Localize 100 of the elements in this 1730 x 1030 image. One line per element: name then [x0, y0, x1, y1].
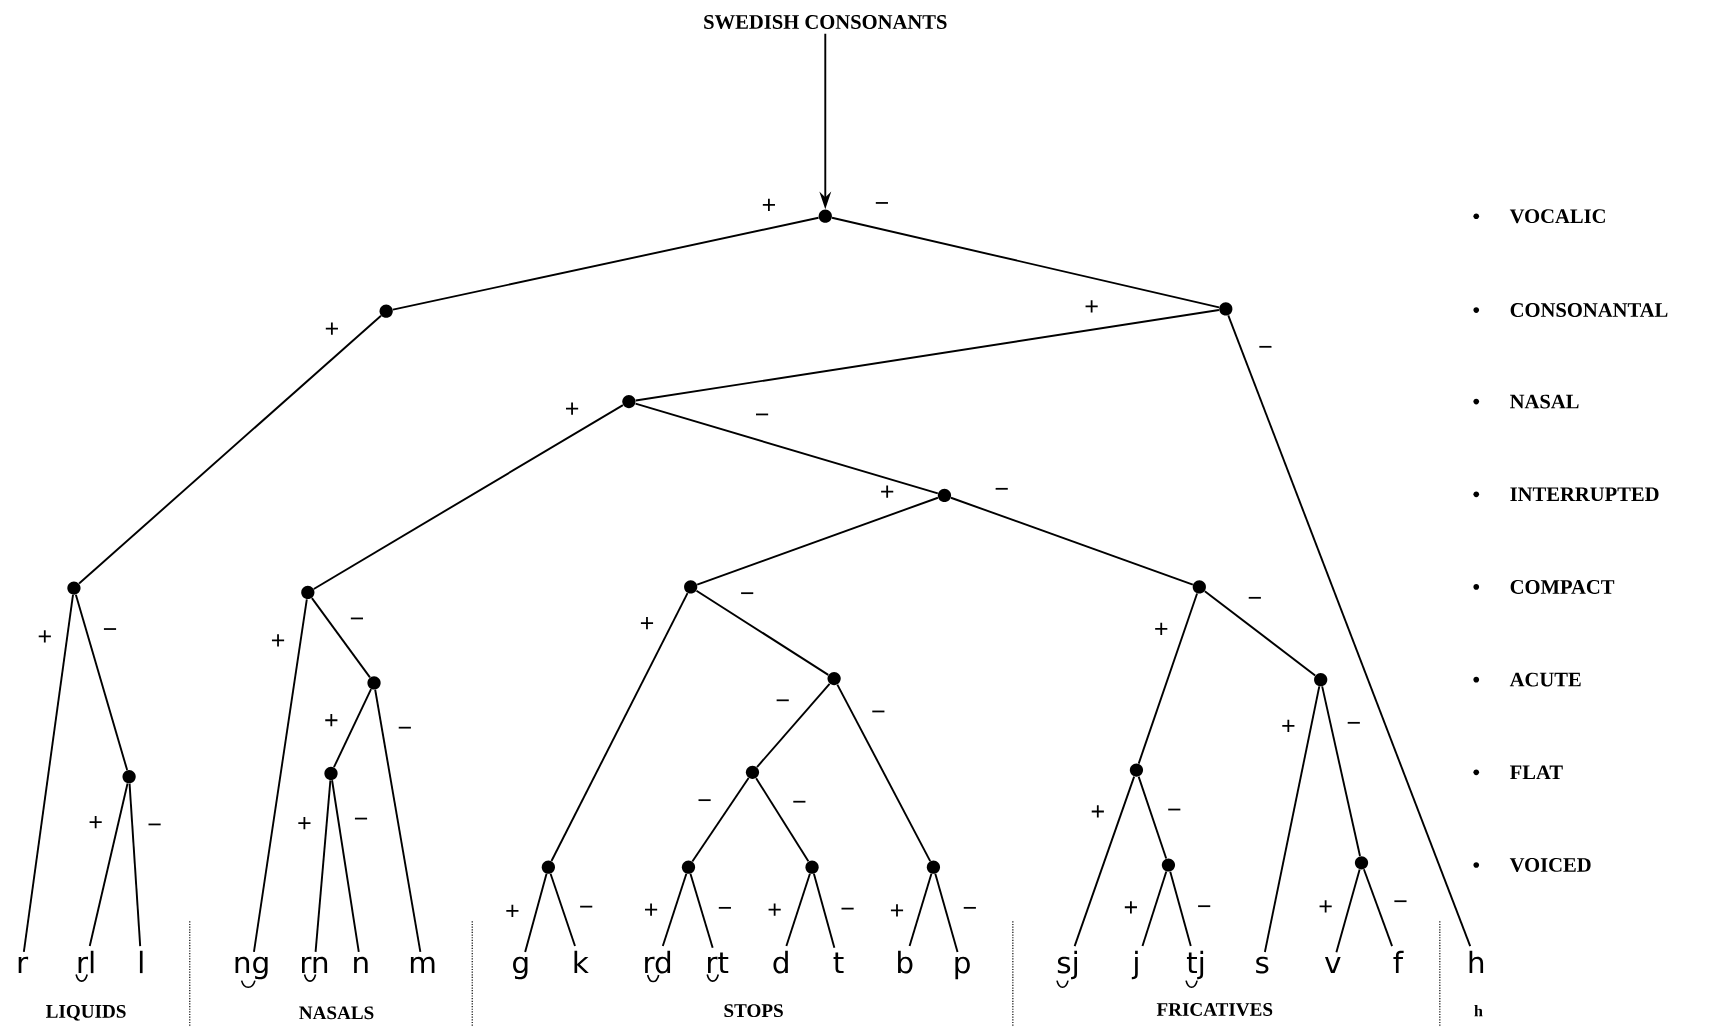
branch-line	[1137, 592, 1199, 765]
phoneme-label: d	[773, 950, 788, 974]
edge-label: −	[841, 907, 854, 910]
branch-line	[391, 216, 820, 311]
branch-line	[88, 782, 129, 947]
branch-line	[934, 872, 959, 953]
branch-line	[22, 593, 74, 953]
branch-point	[1192, 580, 1206, 594]
phoneme-label: h	[1469, 950, 1484, 973]
edge-label: +	[38, 630, 51, 643]
branch-point	[67, 581, 81, 595]
phoneme-label: l	[139, 950, 143, 973]
edge-label: −	[875, 201, 888, 204]
branch-line	[78, 314, 382, 585]
branch-line	[634, 402, 939, 495]
branch-line	[74, 593, 129, 771]
edge-label: +	[1091, 805, 1104, 818]
edge-label: +	[89, 815, 102, 829]
branch-line	[908, 872, 933, 947]
feature-label: VOICED	[1473, 857, 1591, 872]
branch-line	[812, 872, 836, 949]
edge-label: +	[645, 903, 658, 916]
branch-line	[1141, 870, 1168, 947]
phoneme-label: m	[410, 956, 435, 973]
edge-label: −	[1394, 900, 1407, 902]
feature-label: VOCALIC	[1473, 209, 1605, 223]
edge-label: +	[566, 402, 579, 415]
branch-point	[1161, 858, 1176, 872]
branch-point	[684, 580, 698, 594]
branch-line	[661, 872, 688, 947]
branch-line	[634, 308, 1220, 402]
phoneme-label: rd	[645, 950, 671, 983]
branch-line	[333, 688, 372, 768]
branch-line	[950, 496, 1194, 586]
feature-label: CONSONANTAL	[1473, 302, 1668, 317]
edge-label: +	[325, 322, 338, 335]
phoneme-label: sj	[1056, 950, 1077, 988]
edge-label: +	[506, 904, 519, 917]
feature-label: NASAL	[1473, 394, 1579, 409]
phoneme-label: n	[354, 956, 368, 973]
branch-point	[827, 671, 841, 685]
phoneme-label: v	[1325, 956, 1341, 973]
branch-line	[1203, 589, 1317, 677]
phoneme-label: b	[898, 950, 913, 974]
edge-label: −	[350, 617, 363, 620]
branch-line	[1335, 868, 1361, 954]
branch-point	[1129, 763, 1144, 777]
edge-label: −	[1248, 596, 1261, 599]
edge-label: +	[1319, 900, 1332, 913]
edge-label: −	[103, 627, 117, 630]
feature-label: INTERRUPTED	[1473, 487, 1659, 501]
branch-line	[314, 779, 332, 953]
branch-point	[1314, 672, 1328, 687]
branch-point	[541, 860, 555, 874]
feature-label: ACUTE	[1473, 672, 1581, 687]
branch-point	[926, 860, 941, 874]
branch-point	[681, 860, 696, 874]
phoneme-label: g	[513, 956, 528, 979]
phoneme-label: k	[574, 950, 589, 973]
phoneme-label: s	[1256, 956, 1269, 974]
group-label: FRICATIVES	[1156, 1002, 1273, 1016]
branch-point	[622, 394, 636, 408]
branch-line	[253, 598, 308, 953]
edge-label: −	[1347, 721, 1360, 724]
phoneme-label: p	[955, 956, 970, 979]
group-label: LIQUIDS	[46, 1004, 126, 1021]
edge-label: −	[793, 800, 806, 803]
branch-line	[312, 403, 624, 590]
branch-line	[331, 779, 360, 953]
branch-line	[755, 777, 810, 863]
phoneme-label: r	[18, 956, 29, 973]
branch-line	[1362, 868, 1394, 947]
branch-point	[745, 765, 760, 779]
edge-label: −	[995, 487, 1008, 490]
group-label: h	[1474, 1004, 1483, 1016]
branch-line	[550, 591, 689, 862]
branch-line	[549, 872, 576, 947]
branch-point	[301, 585, 315, 599]
branch-line	[524, 872, 548, 953]
branch-point	[805, 860, 819, 874]
edge-label: +	[271, 634, 285, 647]
edge-label: +	[325, 713, 338, 727]
branch-line	[695, 589, 830, 676]
edge-label: −	[1259, 345, 1272, 348]
branch-point	[379, 304, 393, 318]
branch-line	[831, 216, 1220, 309]
branch-line	[1137, 775, 1168, 860]
branch-line	[689, 872, 714, 949]
branch-line	[128, 782, 142, 947]
edge-label: +	[768, 903, 781, 916]
edge-label: +	[1085, 299, 1098, 313]
phoneme-label: rl	[75, 950, 94, 982]
branch-line	[1169, 870, 1192, 947]
branch-line	[756, 682, 831, 768]
branch-line	[310, 596, 371, 679]
edge-label: −	[756, 413, 769, 416]
branch-line	[691, 776, 750, 863]
group-label: STOPS	[724, 1004, 783, 1017]
edge-label: +	[298, 816, 311, 830]
branch-point	[324, 766, 338, 780]
